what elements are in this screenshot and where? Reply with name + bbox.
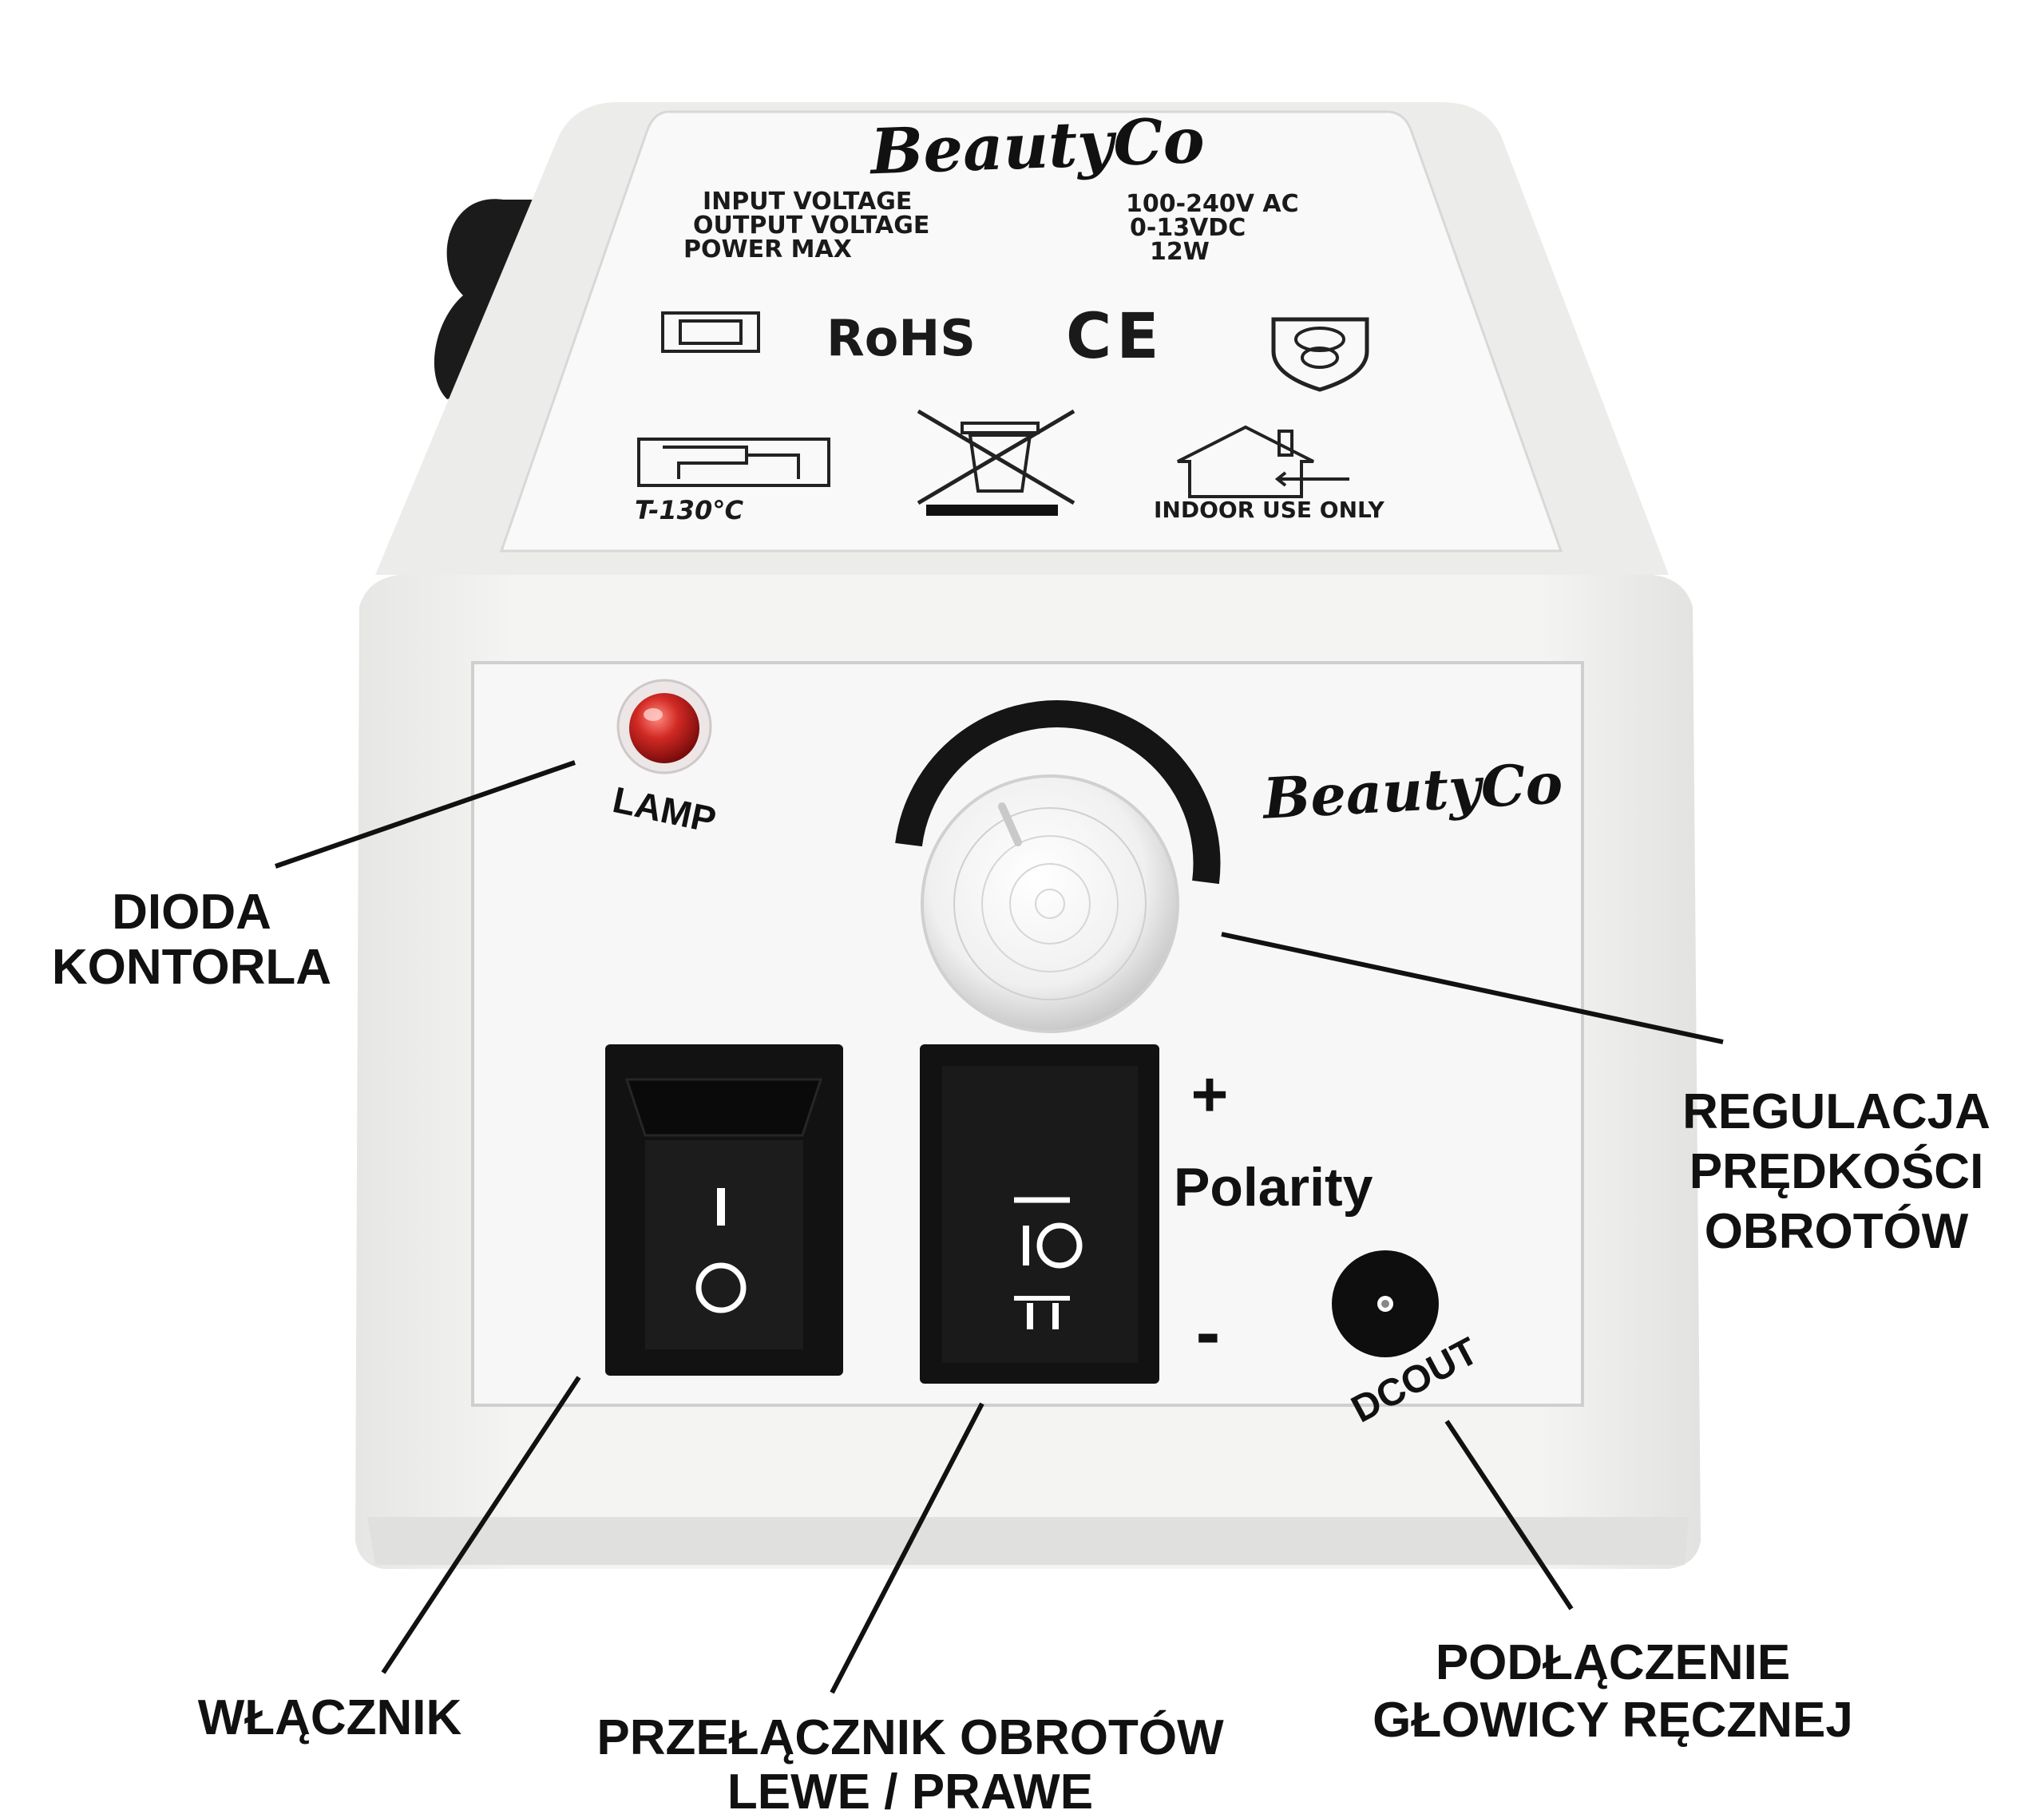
panel-brand: BeautyCo xyxy=(1260,750,1564,832)
spec-name-power: POWER MAX xyxy=(683,236,852,263)
spec-value-output: 0-13VDC xyxy=(1130,214,1246,242)
dc-out-socket[interactable] xyxy=(1332,1250,1439,1357)
dioda-leader-line xyxy=(275,760,576,869)
safety-shield-icon xyxy=(1271,317,1369,392)
spec-name-input: INPUT VOLTAGE xyxy=(703,188,912,216)
callout-regulacja: REGULACJA PRĘDKOŚCI OBROTÓW xyxy=(1682,1084,1991,1259)
callout-przelacznik-line1: PRZEŁĄCZNIK OBROTÓW xyxy=(596,1710,1224,1765)
spec-value-power: 12W xyxy=(1150,238,1210,266)
wlacznik-leader-line xyxy=(381,1376,581,1674)
callout-regulacja-line1: REGULACJA xyxy=(1682,1084,1991,1139)
polarity-label: Polarity xyxy=(1174,1157,1373,1218)
rohs-mark: RoHS xyxy=(826,309,976,367)
label-brand: BeautyCo xyxy=(868,105,1206,189)
podlaczenie-leader-line xyxy=(1444,1420,1574,1610)
speed-knob[interactable] xyxy=(895,700,1221,1033)
polarity-plus: + xyxy=(1191,1059,1229,1130)
callout-regulacja-line3: OBROTÓW xyxy=(1705,1204,1969,1259)
przelacznik-leader-line xyxy=(830,1402,984,1694)
callout-przelacznik: PRZEŁĄCZNIK OBROTÓW LEWE / PRAWE xyxy=(596,1710,1224,1818)
indoor-house-icon xyxy=(1177,425,1349,498)
callout-dioda: DIODA KONTORLA xyxy=(52,885,331,995)
callout-podlaczenie-line1: PODŁĄCZENIE xyxy=(1436,1635,1790,1690)
fuse-temperature: T-130℃ xyxy=(635,495,743,525)
power-switch[interactable] xyxy=(605,1044,843,1376)
callout-wlacznik-line1: WŁĄCZNIK xyxy=(198,1690,462,1745)
lamp-led xyxy=(616,679,712,774)
callout-regulacja-line2: PRĘDKOŚCI xyxy=(1689,1144,1984,1199)
polarity-minus: - xyxy=(1196,1292,1221,1373)
power-off-symbol xyxy=(695,1262,747,1313)
callout-lines xyxy=(275,760,1724,1694)
weee-bin-icon xyxy=(917,409,1075,516)
label-plate: BeautyCo INPUT VOLTAGE OUTPUT VOLTAGE PO… xyxy=(499,105,1563,553)
direction-switch[interactable] xyxy=(920,1044,1159,1384)
callout-przelacznik-line2: LEWE / PRAWE xyxy=(727,1765,1093,1818)
callout-wlacznik: WŁĄCZNIK xyxy=(198,1690,462,1745)
regulacja-leader-line xyxy=(1221,932,1724,1044)
ce-mark: CE xyxy=(1066,301,1164,373)
spec-name-output: OUTPUT VOLTAGE xyxy=(693,212,929,240)
callout-podlaczenie: PODŁĄCZENIE GŁOWICY RĘCZNEJ xyxy=(1373,1635,1853,1748)
callout-dioda-line2: KONTORLA xyxy=(52,940,331,995)
spec-value-input: 100-240V AC xyxy=(1126,190,1299,218)
indoor-use-text: INDOOR USE ONLY xyxy=(1154,497,1385,523)
callout-podlaczenie-line2: GŁOWICY RĘCZNEJ xyxy=(1373,1693,1853,1748)
thermal-fuse-icon xyxy=(637,438,830,487)
callout-dioda-line1: DIODA xyxy=(112,885,271,940)
double-insulation-icon xyxy=(661,311,760,353)
